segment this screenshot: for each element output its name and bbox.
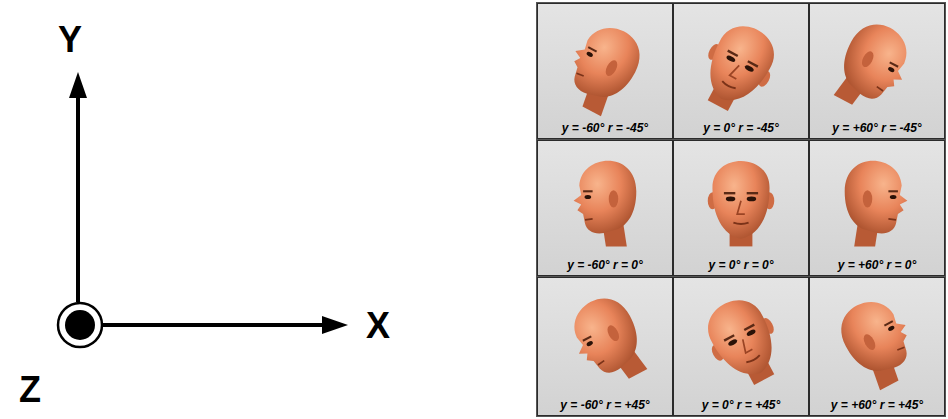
grid-cell: y = 0° r = +45° xyxy=(673,277,809,416)
pose-label: y = -60° r = +45° xyxy=(538,398,672,412)
pose-label: y = +60° r = +45° xyxy=(810,398,944,412)
pose-label: y = 0° r = +45° xyxy=(674,398,808,412)
grid-cell: y = 0° r = 0° xyxy=(673,140,809,276)
x-axis xyxy=(102,323,326,327)
head-figure xyxy=(554,15,927,396)
pose-label: y = +60° r = 0° xyxy=(810,258,944,272)
pose-label: y = +60° r = -45° xyxy=(810,121,944,135)
grid-cell: y = +60° r = +45° xyxy=(809,277,945,416)
grid-cell: y = -60° r = 0° xyxy=(537,140,673,276)
arrow-head xyxy=(322,316,348,334)
pose-label: y = -60° r = -45° xyxy=(538,121,672,135)
z-axis-symbol xyxy=(58,303,102,347)
grid-cell: y = 0° r = -45° xyxy=(673,3,809,139)
y-axis xyxy=(76,92,80,302)
pose-label: y = 0° r = -45° xyxy=(674,121,808,135)
pose-label: y = 0° r = 0° xyxy=(674,258,808,272)
axis-label: Z xyxy=(19,372,41,408)
grid-frame xyxy=(536,2,946,417)
axis-label: Y xyxy=(58,22,82,58)
grid-cell: y = -60° r = +45° xyxy=(537,277,673,416)
grid-cell: y = +60° r = 0° xyxy=(809,140,945,276)
grid-cell: y = -60° r = -45° xyxy=(537,3,673,139)
z-axis-dot xyxy=(65,310,95,340)
axis-label: X xyxy=(366,308,390,344)
grid-cell: y = +60° r = -45° xyxy=(809,3,945,139)
pose-label: y = -60° r = 0° xyxy=(538,258,672,272)
arrow-head xyxy=(69,72,87,98)
